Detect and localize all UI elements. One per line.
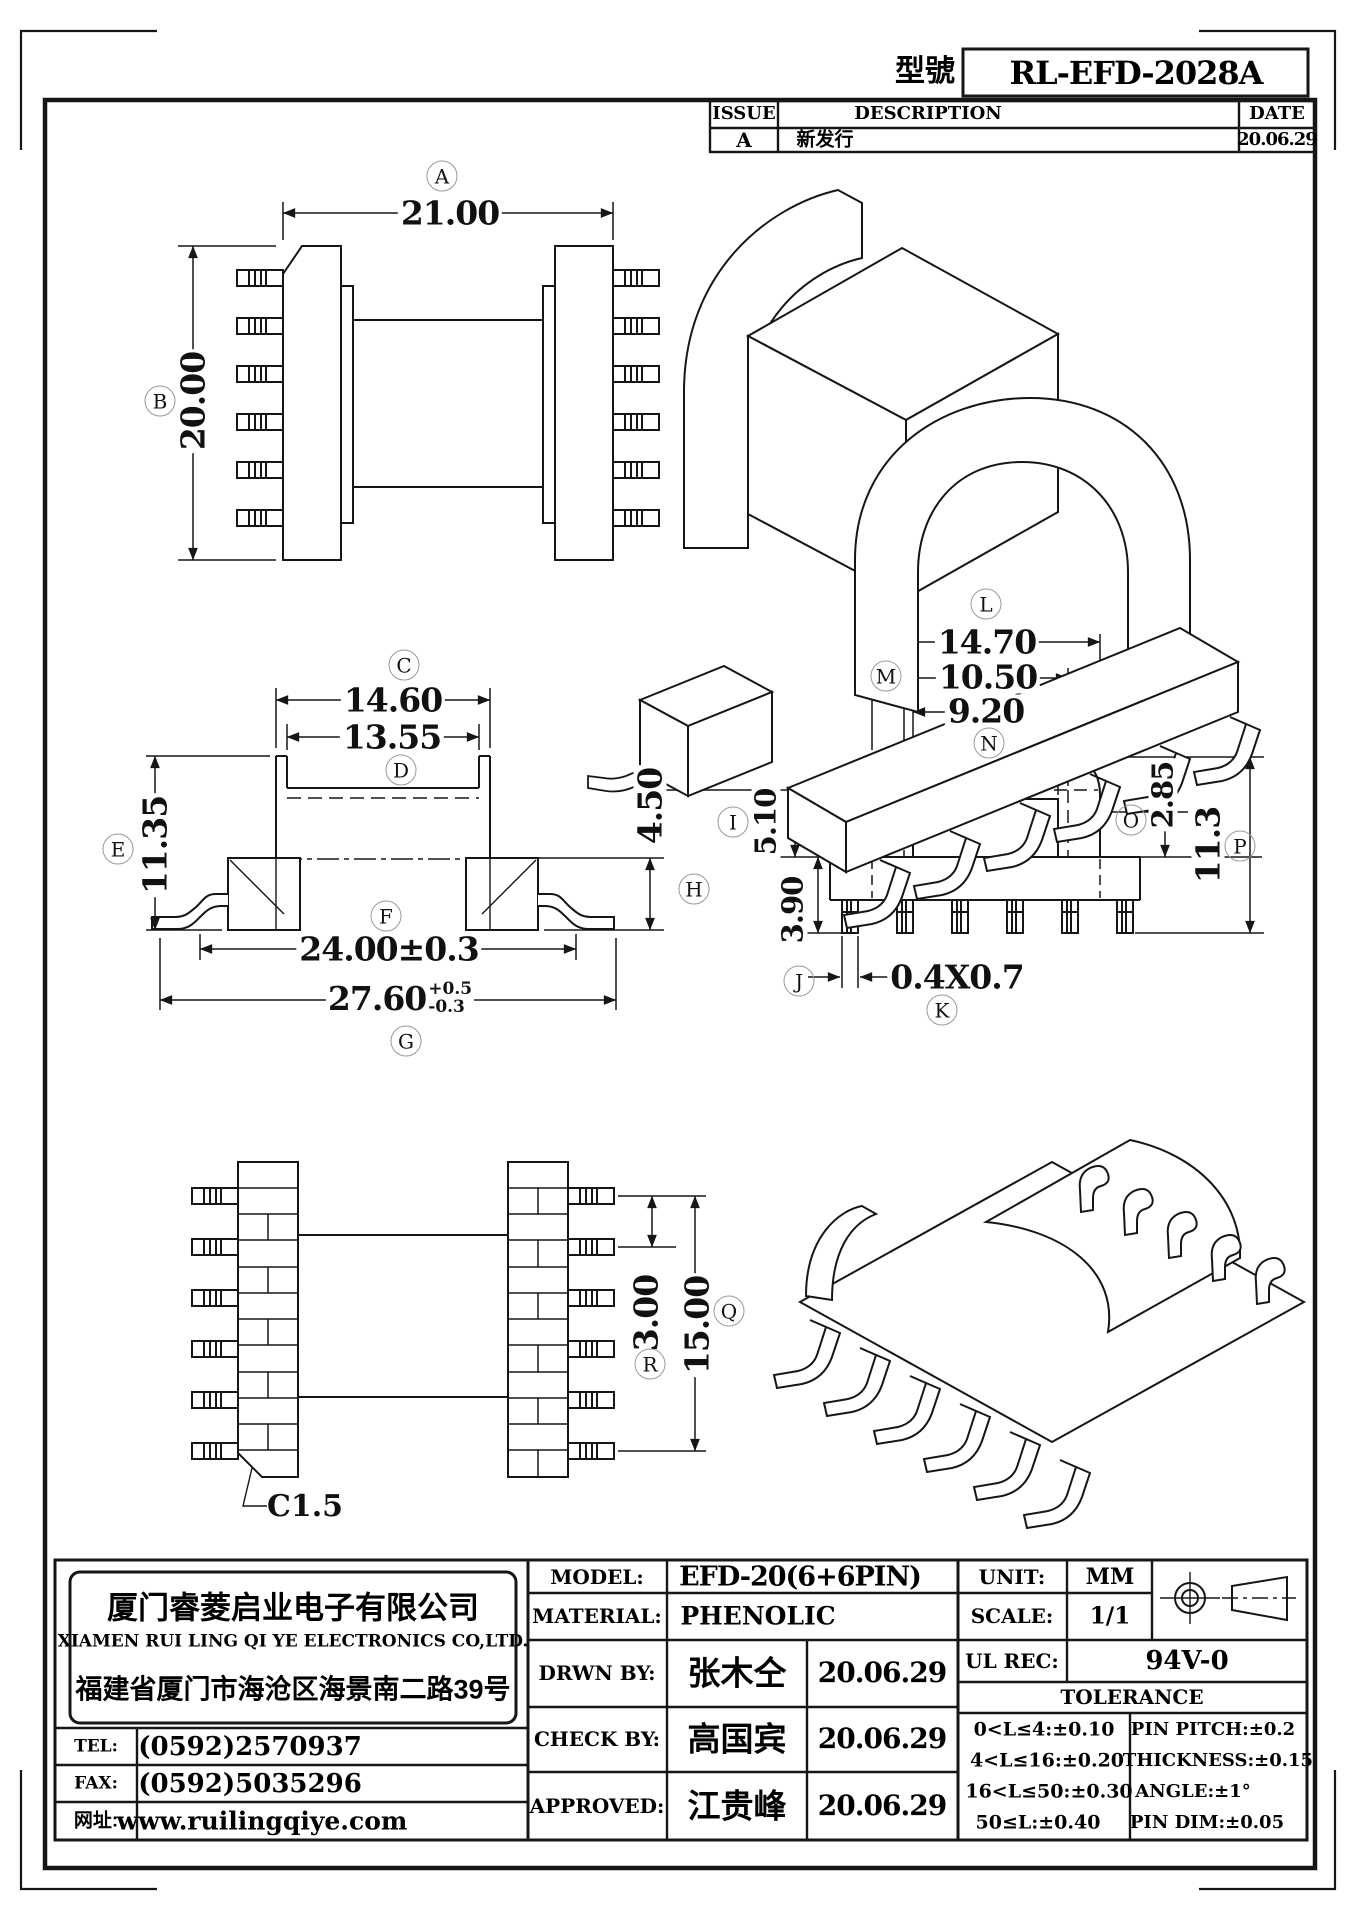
- tolerance-right-4: PIN DIM:±0.05: [1129, 1812, 1285, 1833]
- dim-k-label: K: [926, 994, 958, 1026]
- revision-col-description: DESCRIPTION: [854, 103, 1002, 124]
- approved-date: 20.06.29: [817, 1789, 947, 1822]
- tolerance-right-2: THICKNESS:±0.15: [1122, 1750, 1314, 1771]
- top-view: [191, 1161, 706, 1507]
- revision-row-issue: A: [736, 128, 752, 152]
- revision-row-date: 20.06.29: [1237, 129, 1318, 150]
- dim-n-value: 9.20: [944, 694, 1028, 728]
- tel-label: TEL:: [74, 1736, 118, 1757]
- front-view: [178, 202, 660, 561]
- company-address: 福建省厦门市海沧区海景南二路39号: [75, 1674, 511, 1705]
- dim-f-value: 24.00±0.3: [296, 932, 482, 966]
- dim-b-label: B: [144, 385, 176, 417]
- model-value: EFD-20(6+6PIN): [679, 1561, 922, 1593]
- unit-value: MM: [1085, 1564, 1135, 1590]
- corner-marks: [19, 29, 1337, 1891]
- tolerance-left-3: 16<L≤50:±0.30: [965, 1780, 1133, 1803]
- dim-r-value: 3.00: [627, 1271, 666, 1355]
- dim-c-value: 14.60: [340, 683, 446, 717]
- dim-m-value: 10.50: [935, 660, 1041, 694]
- dim-h-label: H: [678, 873, 710, 905]
- dim-g-tol-minus: -0.3: [428, 997, 465, 1017]
- dim-g-label: G: [390, 1025, 422, 1057]
- dim-k-value: 0.4X0.7: [887, 960, 1027, 994]
- dim-a-label: A: [426, 160, 458, 192]
- dim-g-tol-plus: +0.5: [428, 979, 473, 1000]
- approved-name: 江贵峰: [687, 1787, 787, 1825]
- fax-label: FAX:: [74, 1773, 118, 1794]
- revision-row-description: 新发行: [796, 129, 854, 151]
- tolerance-left-1: 0<L≤4:±0.10: [973, 1718, 1115, 1741]
- scale-label: SCALE:: [970, 1604, 1054, 1628]
- dim-c-label: C: [388, 649, 420, 681]
- revision-col-issue: ISSUE: [712, 103, 776, 124]
- tolerance-title: TOLERANCE: [1060, 1685, 1204, 1709]
- material-label: MATERIAL:: [532, 1604, 662, 1628]
- tolerance-right-1: PIN PITCH:±0.2: [1130, 1719, 1296, 1740]
- check-label: CHECK BY:: [533, 1727, 661, 1751]
- model-label: MODEL:: [550, 1565, 644, 1589]
- dim-p-value: 11.3: [1189, 803, 1228, 887]
- scale-value: 1/1: [1089, 1602, 1131, 1630]
- revision-col-date: DATE: [1249, 103, 1305, 124]
- dim-h-value: 4.50: [631, 764, 670, 848]
- dim-g-value: 27.60 +0.5 -0.3: [325, 979, 475, 1019]
- dim-p-label: P: [1224, 830, 1256, 862]
- tolerance-left-4: 50≤L:±0.40: [975, 1811, 1101, 1834]
- dim-b-value: 20.00: [174, 348, 213, 454]
- dim-q-value: 15.00: [678, 1272, 717, 1378]
- dim-q-label: Q: [713, 1295, 745, 1327]
- company-name-en: XIAMEN RUI LING QI YE ELECTRONICS CO,LTD…: [57, 1631, 529, 1652]
- dim-l-value: 14.70: [934, 625, 1040, 659]
- ul-rec-value: 94V-0: [1145, 1646, 1229, 1676]
- dim-o-label: O: [1115, 804, 1147, 836]
- check-name: 高国宾: [687, 1720, 787, 1758]
- web-value: www.ruilingqiye.com: [116, 1806, 408, 1836]
- dim-r-label: R: [634, 1348, 666, 1380]
- fax-value: (0592)5035296: [138, 1769, 362, 1799]
- company-name-cn: 厦门睿菱启业电子有限公司: [107, 1590, 479, 1626]
- material-value: PHENOLIC: [680, 1601, 836, 1631]
- dim-i-label: I: [717, 806, 749, 838]
- tolerance-left-2: 4<L≤16:±0.20: [969, 1749, 1125, 1772]
- dim-m-label: M: [870, 660, 902, 692]
- part-no-label: 型號: [895, 55, 955, 88]
- check-date: 20.06.29: [817, 1722, 947, 1755]
- part-no-box: [961, 47, 1310, 98]
- approved-label: APPROVED:: [529, 1794, 665, 1818]
- title-block-grid: [53, 1558, 1309, 1842]
- dim-d-label: D: [385, 754, 417, 786]
- third-angle-projection-icon: [1160, 1572, 1296, 1624]
- dim-i-value: 5.10: [749, 785, 783, 859]
- dim-j-value: 3.90: [776, 873, 810, 947]
- section-view: [146, 688, 664, 1010]
- drawn-name: 张木仝: [687, 1654, 787, 1692]
- web-label: 网址:: [73, 1810, 119, 1832]
- dim-l-label: L: [970, 588, 1002, 620]
- dim-f-label: F: [370, 900, 402, 932]
- dim-j-label: J: [783, 965, 815, 997]
- chamfer-note: C1.5: [266, 1489, 344, 1524]
- drawn-label: DRWN BY:: [538, 1661, 656, 1685]
- main-border: [42, 97, 1318, 1871]
- ul-rec-label: UL REC:: [965, 1649, 1059, 1673]
- tolerance-right-3: ANGLE:±1°: [1135, 1781, 1251, 1802]
- isometric-bottom-view: [773, 1138, 1307, 1529]
- dim-e-value: 11.35: [136, 792, 175, 898]
- part-no-value: RL-EFD-2028A: [1009, 54, 1264, 92]
- dim-g-main: 27.60: [327, 979, 427, 1019]
- tel-value: (0592)2570937: [138, 1732, 362, 1762]
- unit-label: UNIT:: [978, 1565, 1046, 1589]
- dim-e-label: E: [102, 833, 134, 865]
- dim-d-value: 13.55: [339, 720, 445, 754]
- dim-n-label: N: [973, 727, 1005, 759]
- dim-o-value: 2.85: [1146, 758, 1180, 832]
- drawn-date: 20.06.29: [817, 1656, 947, 1689]
- revision-table-grid: [708, 99, 1317, 154]
- dim-a-value: 21.00: [397, 196, 503, 230]
